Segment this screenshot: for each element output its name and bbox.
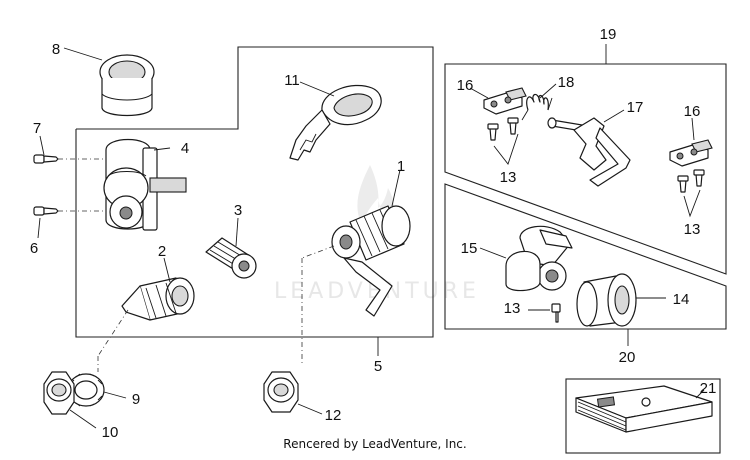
- callout-11: 11: [284, 72, 300, 89]
- callout-13-top-left: 13: [500, 169, 517, 186]
- callout-17: 17: [627, 99, 644, 116]
- callout-6: 6: [30, 240, 38, 257]
- part-17-latch-rod: [547, 117, 631, 187]
- assembly-box-19: [444, 63, 727, 275]
- callout-numbers: 8 7 4 6 11 1 3 2 5 9 10 12 19 16 18 17 1…: [30, 26, 717, 441]
- part-10-nut: [43, 371, 75, 415]
- callout-9: 9: [132, 391, 140, 408]
- part-1-main-lock: [301, 205, 411, 366]
- callout-12: 12: [325, 407, 342, 424]
- part-13-screws-top-right: [677, 169, 705, 193]
- part-18-spring: [521, 93, 553, 121]
- callout-10: 10: [102, 424, 119, 441]
- part-2-lock-barrel: [97, 277, 195, 372]
- callout-20: 20: [619, 349, 636, 366]
- assembly-box-5: [75, 46, 434, 338]
- part-6-screw: [33, 206, 105, 216]
- part-16-clip-right: [669, 139, 713, 167]
- callout-5: 5: [374, 358, 382, 375]
- part-3-cylinder: [205, 237, 257, 279]
- part-14-bushing: [576, 273, 637, 327]
- part-21-manual-booklet: [565, 378, 721, 454]
- callout-18: 18: [558, 74, 575, 91]
- callout-21: 21: [700, 380, 717, 397]
- callout-15: 15: [461, 240, 478, 257]
- callout-16-right: 16: [684, 103, 701, 120]
- callout-4: 4: [181, 140, 189, 157]
- callout-2: 2: [158, 243, 166, 260]
- callout-13-top-right: 13: [684, 221, 701, 238]
- part-13-screw-box-20: [551, 303, 561, 323]
- part-4-lock-housing: [103, 139, 187, 231]
- part-12-nut: [263, 371, 299, 413]
- part-8-bushing: [99, 54, 155, 117]
- callout-14: 14: [673, 291, 690, 308]
- part-11-key: [289, 84, 382, 161]
- assembly-box-20: [444, 183, 727, 330]
- part-16-clip-left: [483, 87, 527, 115]
- callout-3: 3: [234, 202, 242, 219]
- credit-line: Rencered by LeadVenture, Inc.: [283, 437, 467, 451]
- callout-1: 1: [397, 158, 405, 175]
- callout-13-bottom: 13: [504, 300, 521, 317]
- part-13-screws-top-left: [487, 117, 519, 141]
- callout-19: 19: [600, 26, 617, 43]
- part-7-screw: [33, 154, 105, 164]
- part-15-latch-cam: [505, 225, 573, 292]
- leader-lines: [37, 44, 705, 429]
- callout-8: 8: [52, 41, 60, 58]
- callout-7: 7: [33, 120, 41, 137]
- callout-16-left: 16: [457, 77, 474, 94]
